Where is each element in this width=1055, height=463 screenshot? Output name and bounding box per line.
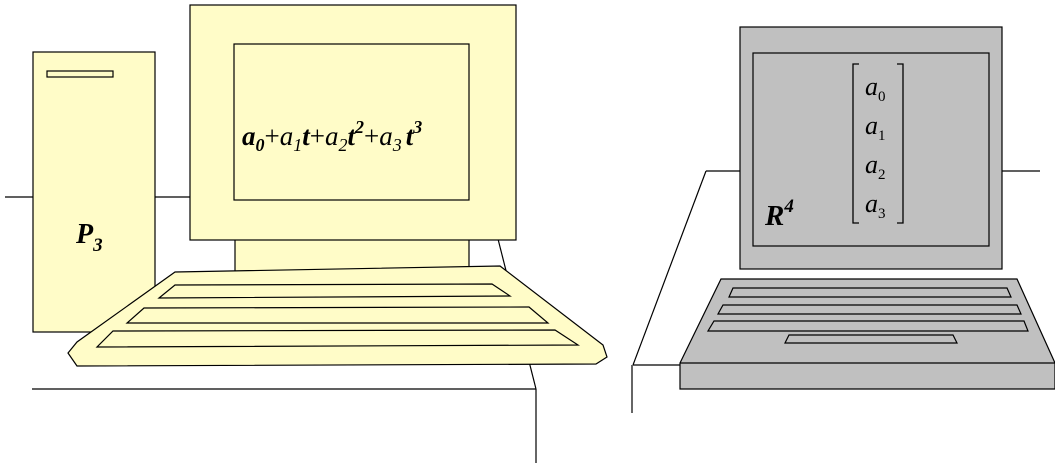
laptop-key-row-1 <box>729 288 1011 297</box>
keyboard-row-3 <box>97 330 578 347</box>
laptop-key-row-2 <box>718 305 1021 314</box>
tower-drive-slot <box>47 71 113 77</box>
keyboard-row-1 <box>159 284 510 298</box>
laptop-key-row-3 <box>708 321 1028 331</box>
keyboard-row-2 <box>127 307 548 323</box>
laptop-spacebar <box>785 335 957 343</box>
tower-body <box>33 52 155 332</box>
tower-label-subscript: 3 <box>92 235 103 256</box>
desktop-tower: P3 <box>33 52 155 332</box>
space-label-superscript: 4 <box>783 196 794 217</box>
